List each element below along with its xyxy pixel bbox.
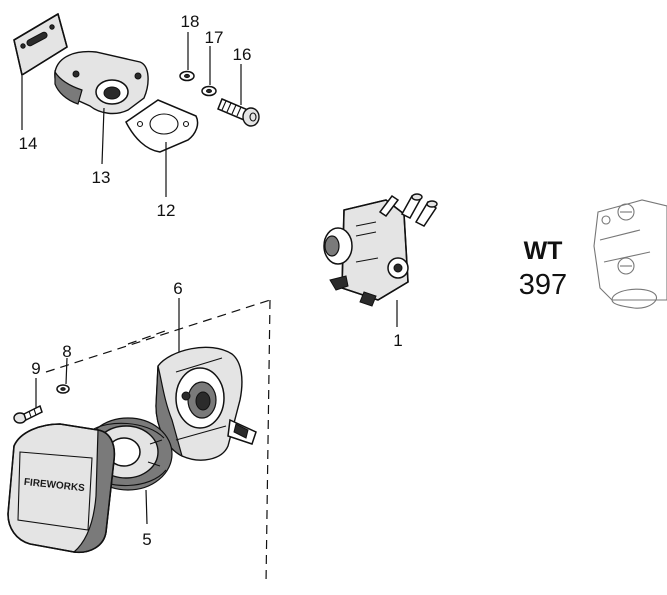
leader-lines	[21, 32, 398, 525]
callout-18: 18	[181, 12, 200, 31]
part-1-carburetor	[323, 193, 438, 307]
part-14-gasket-plate	[13, 12, 68, 77]
part-9-screw	[13, 404, 43, 424]
carburetor-detail-view	[593, 199, 667, 309]
callout-9: 9	[31, 359, 40, 378]
model-code: WT	[524, 237, 563, 265]
callout-12: 12	[157, 201, 176, 220]
callout-14: 14	[19, 134, 38, 153]
part-16-screw	[217, 98, 260, 127]
model-designation: WT 397	[519, 237, 567, 301]
callout-labels: 14 13 12 18 17 16 1 6 8 9 5	[19, 12, 403, 549]
part-8-washer	[56, 384, 70, 394]
callout-17: 17	[205, 28, 224, 47]
callout-8: 8	[62, 342, 71, 361]
part-13-intake-flange	[54, 50, 149, 115]
part-17-washer	[201, 85, 217, 97]
part-18-washer	[179, 70, 195, 82]
part-6-filter-base	[155, 346, 257, 461]
assembly-dashed-outline	[45, 299, 271, 585]
part-12-gasket	[125, 99, 199, 153]
callout-16: 16	[233, 45, 252, 64]
callout-5: 5	[142, 530, 151, 549]
model-number: 397	[519, 269, 567, 301]
callout-13: 13	[92, 168, 111, 187]
air-filter-cover: FIREWORKS	[7, 423, 116, 554]
callout-1: 1	[393, 331, 402, 350]
callout-6: 6	[173, 279, 182, 298]
